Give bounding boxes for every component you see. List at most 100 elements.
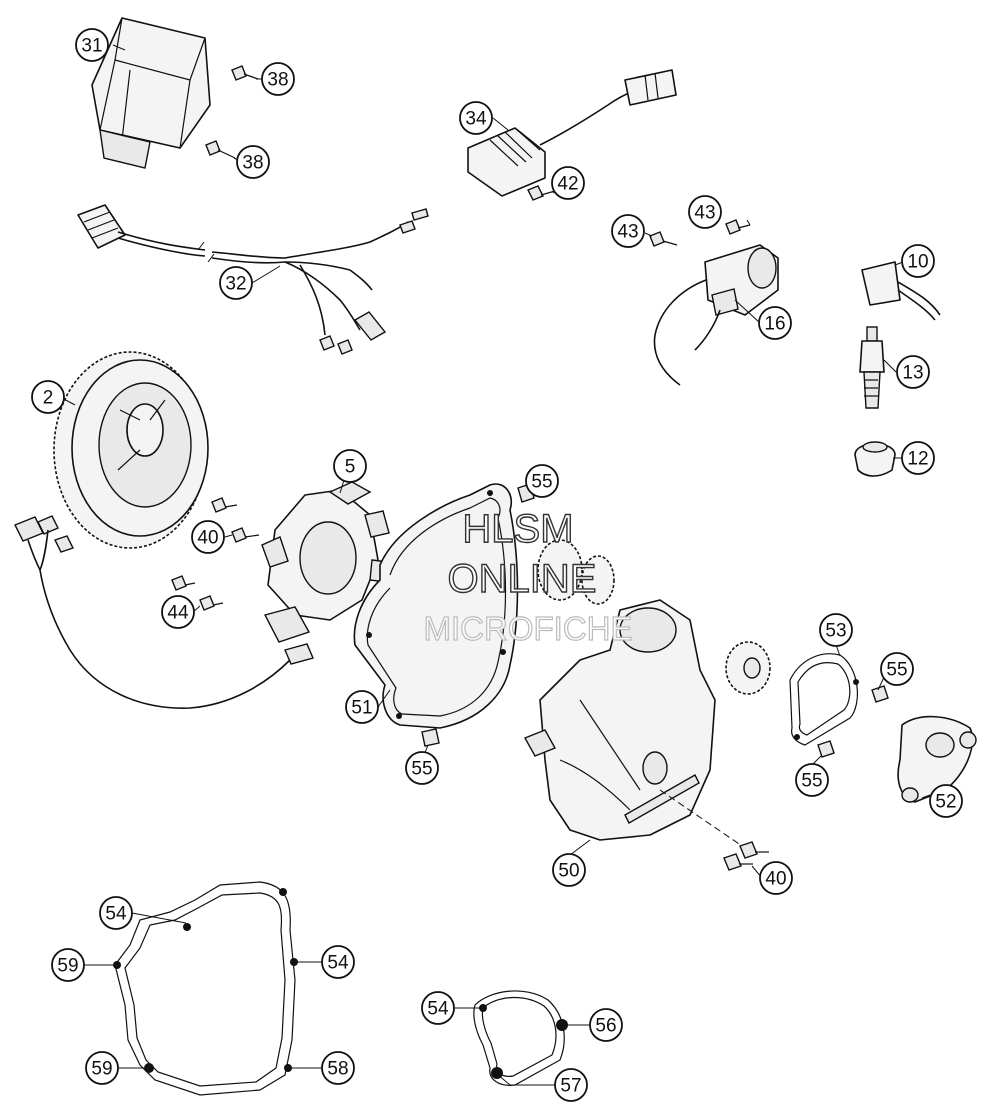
stator-cable: [14, 515, 291, 709]
screw-38-lower: [205, 140, 236, 159]
small-gasket-53: [789, 653, 859, 746]
watermark: HLSM ONLINE MICROFICHE: [423, 506, 633, 647]
svg-text:44: 44: [167, 603, 189, 624]
spark-plug-cap: [861, 261, 941, 321]
svg-text:43: 43: [694, 203, 715, 224]
svg-text:54: 54: [327, 953, 349, 974]
svg-text:42: 42: [557, 174, 578, 195]
screw-43-upper: [725, 219, 751, 235]
svg-text:5: 5: [345, 457, 356, 478]
svg-text:12: 12: [907, 449, 928, 470]
svg-text:56: 56: [595, 1016, 616, 1037]
callout-57: 57: [554, 1068, 588, 1102]
callout-10: 10: [901, 244, 935, 278]
callout-54-small: 54: [421, 991, 455, 1025]
callout-2: 2: [31, 380, 65, 414]
callout-56: 56: [589, 1008, 623, 1042]
cover-gasket: [353, 483, 519, 729]
callout-13: 13: [896, 355, 930, 389]
screws-40-stator: [211, 497, 260, 543]
callout-59-bottom: 59: [85, 1051, 119, 1085]
callout-51: 51: [345, 690, 379, 724]
svg-text:54: 54: [105, 904, 127, 925]
small-gasket-bottom: [473, 990, 568, 1086]
dowel-55-right-upper: [871, 685, 889, 703]
callout-38-upper: 38: [261, 62, 295, 96]
watermark-line-3: MICROFICHE: [424, 610, 633, 647]
svg-text:59: 59: [57, 956, 78, 977]
svg-text:50: 50: [558, 861, 579, 882]
large-gasket: [113, 881, 298, 1096]
callout-53: 53: [819, 613, 853, 647]
svg-text:53: 53: [825, 621, 846, 642]
flywheel-rotor: [53, 351, 209, 549]
svg-text:43: 43: [617, 222, 638, 243]
callout-5: 5: [333, 449, 367, 483]
callout-55-right-upper: 55: [880, 652, 914, 686]
svg-text:52: 52: [935, 792, 956, 813]
plug-seal: [854, 441, 896, 477]
callout-44: 44: [161, 595, 195, 629]
ignition-coil: [653, 244, 779, 386]
screw-38-upper: [231, 65, 259, 81]
callout-38-lower: 38: [236, 145, 270, 179]
callout-58: 58: [321, 1051, 355, 1085]
svg-text:10: 10: [907, 252, 928, 273]
callout-31: 31: [75, 28, 109, 62]
screws-40-cover: [659, 789, 769, 871]
callout-12: 12: [901, 441, 935, 475]
callout-55-upper: 55: [525, 464, 559, 498]
svg-text:57: 57: [560, 1076, 581, 1097]
ignition-control-unit: [91, 17, 211, 169]
callout-55-left: 55: [405, 751, 439, 785]
small-cover-52: [897, 715, 977, 803]
idler-gear: [725, 641, 771, 695]
svg-text:59: 59: [91, 1059, 112, 1080]
stator: [261, 481, 390, 665]
callout-50: 50: [552, 853, 586, 887]
starter-gear: [537, 539, 615, 605]
callout-43-lower: 43: [611, 214, 645, 248]
svg-text:40: 40: [765, 869, 786, 890]
watermark-line-2: ONLINE: [448, 557, 597, 601]
svg-text:38: 38: [267, 70, 288, 91]
svg-text:58: 58: [327, 1059, 348, 1080]
callout-34: 34: [459, 101, 493, 135]
callout-42: 42: [551, 166, 585, 200]
voltage-regulator: [467, 69, 677, 197]
ignition-cover: [524, 599, 716, 841]
watermark-line-1: HLSM: [462, 507, 573, 551]
svg-text:55: 55: [801, 771, 822, 792]
screws-44: [171, 575, 224, 611]
callout-59-left: 59: [51, 948, 85, 982]
screw-42: [527, 185, 556, 201]
callout-40-cover: 40: [759, 861, 793, 895]
dowel-55-right-lower: [817, 740, 835, 758]
callout-54-top: 54: [99, 896, 133, 930]
svg-text:31: 31: [81, 36, 102, 57]
svg-text:55: 55: [411, 759, 432, 780]
svg-text:2: 2: [43, 388, 54, 409]
svg-text:54: 54: [427, 999, 449, 1020]
svg-text:16: 16: [764, 314, 785, 335]
callout-32: 32: [219, 266, 253, 300]
screw-43-lower: [649, 231, 678, 247]
svg-text:38: 38: [242, 153, 263, 174]
callout-40-stator: 40: [191, 520, 225, 554]
svg-text:13: 13: [902, 363, 923, 384]
spark-plug: [859, 326, 885, 409]
callout-16: 16: [758, 306, 792, 340]
callout-43-upper: 43: [688, 195, 722, 229]
callout-52: 52: [929, 784, 963, 818]
svg-text:32: 32: [225, 274, 246, 295]
svg-text:34: 34: [465, 109, 487, 130]
dowel-55-left: [421, 728, 440, 747]
svg-text:55: 55: [886, 660, 907, 681]
callout-55-right-lower: 55: [795, 763, 829, 797]
svg-text:40: 40: [197, 528, 218, 549]
svg-text:55: 55: [531, 472, 552, 493]
wiring-harness: [77, 204, 429, 355]
callout-54-right: 54: [321, 945, 355, 979]
